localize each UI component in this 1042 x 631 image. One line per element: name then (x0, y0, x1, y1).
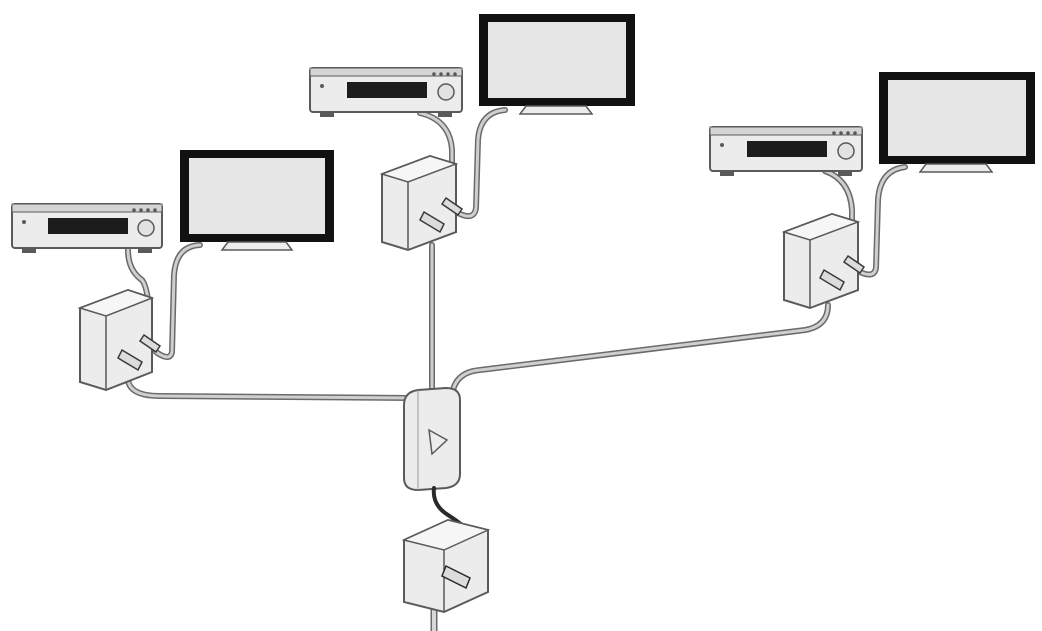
screen-left (180, 150, 334, 251)
adapter-middle (379, 154, 464, 252)
plug (819, 254, 866, 292)
screen-stand (518, 105, 594, 115)
volume-knob (437, 83, 455, 101)
volume-knob (837, 142, 855, 160)
receiver-middle (309, 67, 463, 117)
screen-middle (479, 14, 635, 115)
wall-socket (401, 518, 491, 614)
display-window (347, 82, 427, 98)
volume-knob (137, 219, 155, 237)
splitter (403, 386, 461, 492)
plug (117, 333, 162, 372)
triangle-outline-icon (428, 428, 449, 456)
display-window (747, 141, 827, 157)
receiver-left (11, 203, 163, 253)
screen-right (879, 72, 1035, 173)
display-window (48, 218, 128, 234)
screen-stand (220, 241, 294, 251)
adapter-left (77, 288, 162, 392)
plug (419, 196, 464, 234)
receiver-right (709, 126, 863, 176)
device-cables (125, 107, 908, 360)
trunk-cables (125, 242, 831, 631)
screen-stand (918, 163, 994, 173)
plug (441, 564, 471, 590)
adapter-right (781, 212, 866, 310)
